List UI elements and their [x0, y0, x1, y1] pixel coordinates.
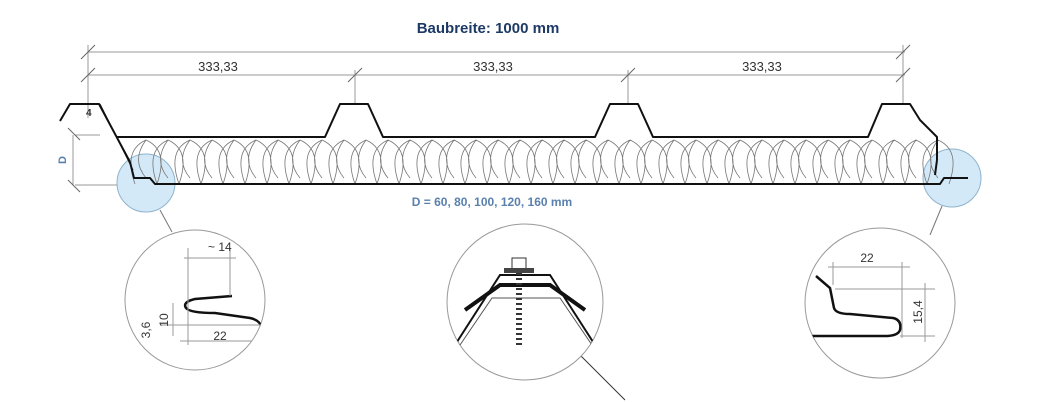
bottom-skin: [129, 159, 968, 185]
panel-width-title: Baubreite: 1000 mm: [417, 20, 560, 37]
thickness-options: D = 60, 80, 100, 120, 160 mm: [412, 195, 572, 209]
top-skin: [59, 103, 938, 163]
insulation-core: [130, 139, 954, 185]
right-detail-width: 22: [860, 251, 874, 265]
right-joint-detail: [804, 227, 956, 379]
left-detail-width-top: ~ 14: [208, 240, 232, 254]
rib-spacing-2: 333,33: [473, 59, 513, 74]
insulation-fibers: [130, 139, 954, 185]
left-joint-detail: [124, 229, 266, 371]
rib-spacing-3: 333,33: [742, 59, 782, 74]
thickness-label: D: [57, 156, 69, 164]
left-detail-height: 10: [157, 313, 171, 327]
fastener-detail: [446, 223, 604, 381]
left-detail-offset: 3,6: [139, 321, 153, 338]
skin-thickness-label: 4: [86, 108, 92, 119]
right-detail-height: 15,4: [911, 300, 925, 324]
left-detail-width-bottom: 22: [213, 329, 227, 343]
rib-spacing-1: 333,33: [198, 59, 238, 74]
